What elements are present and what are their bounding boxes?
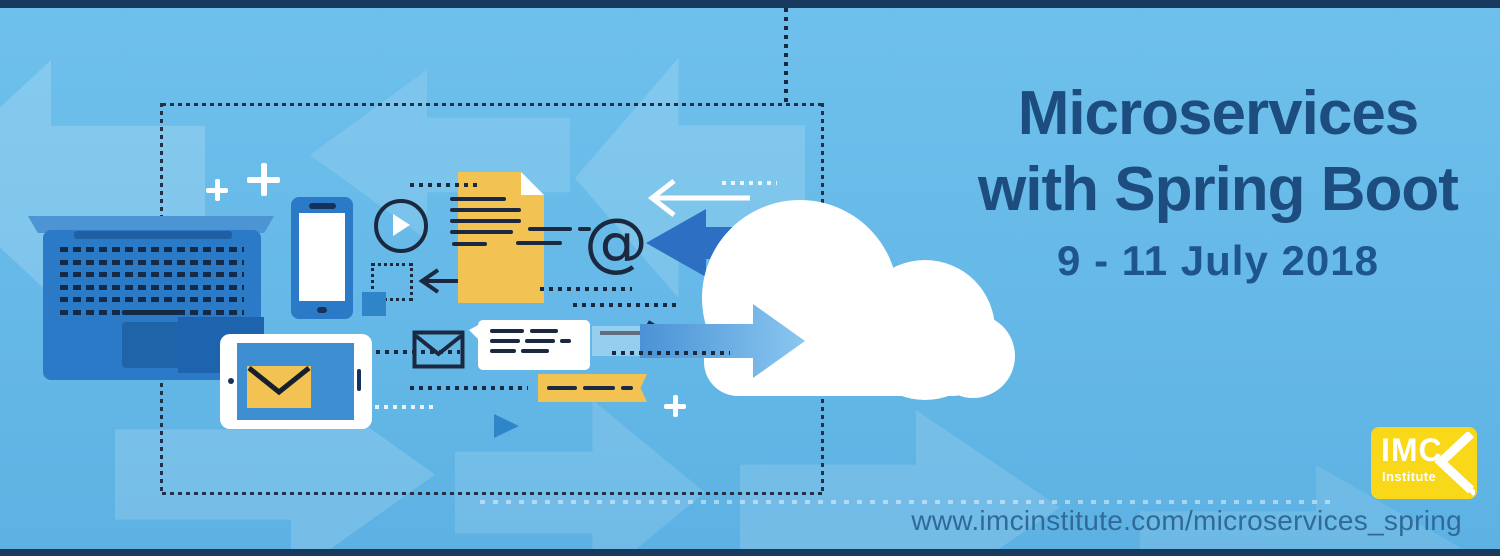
dotted-line-vertical [784, 8, 788, 104]
laptop-trackpad [122, 322, 186, 368]
logo-name: IMC [1381, 432, 1443, 468]
smartphone-screen [299, 213, 345, 301]
bottom-edge-bar [0, 549, 1500, 556]
dash-line [578, 227, 591, 231]
document-text-line [450, 208, 521, 212]
play-button-icon [374, 199, 428, 253]
laptop-keyboard-row [60, 247, 244, 252]
selection-square-icon [371, 263, 413, 301]
laptop-lid [28, 216, 274, 233]
laptop-hinge [74, 231, 232, 239]
laptop-keyboard-row [60, 260, 244, 265]
dotted-line [410, 183, 482, 187]
laptop-keyboard-row [60, 285, 244, 290]
plus-icon [247, 163, 280, 196]
title-block: Microservices with Spring Boot 9 - 11 Ju… [958, 76, 1478, 288]
laptop-spacebar [122, 310, 184, 315]
laptop-keyboard-row [60, 272, 244, 277]
event-date: 9 - 11 July 2018 [1057, 237, 1379, 284]
tag-dash [547, 386, 577, 390]
imc-logo-mark [1434, 432, 1475, 496]
smartphone-speaker [309, 203, 336, 209]
tablet-side-button [357, 369, 361, 391]
card-text-line [560, 339, 571, 343]
tag-ribbon [538, 374, 647, 402]
card-text-line [521, 349, 549, 353]
plus-icon [664, 395, 686, 417]
card-text-line [490, 339, 520, 343]
dash-line [516, 241, 562, 245]
tag-dash [621, 386, 633, 390]
dotted-line [573, 303, 681, 307]
plus-bar [214, 179, 220, 201]
speech-card-tail [469, 324, 480, 341]
document-text-line [450, 197, 506, 201]
dotted-line [295, 350, 460, 354]
card-text-line [490, 329, 524, 333]
dash-line [528, 227, 572, 231]
dotted-line [540, 287, 632, 291]
laptop-keyboard-row [60, 297, 244, 302]
card-text-line [530, 329, 558, 333]
document-text-line [450, 219, 521, 223]
selection-handle [362, 292, 386, 316]
card-text-line [525, 339, 555, 343]
dashed-frame-top [162, 103, 822, 106]
tag-dash [583, 386, 615, 390]
play-triangle [393, 214, 410, 236]
dotted-line [480, 500, 1330, 504]
speech-card [478, 320, 590, 370]
dotted-line [612, 351, 730, 355]
smartphone-home-button [317, 307, 327, 313]
dotted-line [722, 181, 777, 185]
tablet-camera [228, 378, 234, 384]
envelope-icon [247, 366, 311, 408]
title-line-2: with Spring Boot [978, 155, 1459, 224]
dotted-line [410, 386, 528, 390]
dashed-frame-bottom [162, 492, 824, 495]
document-text-line [452, 242, 487, 246]
upload-arrow-icon [592, 300, 814, 382]
triangle-icon [494, 414, 519, 438]
title-line-1: Microservices [1017, 79, 1420, 148]
at-symbol-icon: @ [584, 206, 648, 280]
logo-subtitle: Institute [1382, 469, 1437, 484]
document-text-line [450, 230, 513, 234]
top-edge-bar [0, 0, 1500, 8]
plus-bar [672, 395, 678, 417]
plus-bar [260, 163, 267, 196]
event-url: www.imcinstitute.com/microservices_sprin… [911, 505, 1462, 536]
envelope-outline-icon [412, 330, 465, 369]
plus-icon [206, 179, 228, 201]
dotted-line [375, 405, 433, 409]
background-arrow-right [455, 400, 705, 556]
card-text-line [490, 349, 516, 353]
white-arrow-left-icon [640, 176, 755, 220]
imc-institute-logo: IMC Institute [1371, 427, 1477, 499]
